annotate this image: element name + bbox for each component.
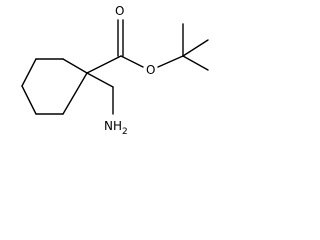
ring-bond — [21, 58, 37, 87]
carbonyl-double-bond — [117, 19, 124, 57]
ring-bond — [62, 72, 88, 115]
ring-bond — [21, 85, 37, 115]
carbonyl-oxygen-label: O — [115, 4, 124, 18]
amine-hydrogen-label: H — [113, 119, 122, 133]
amine-subscript: 2 — [122, 127, 128, 137]
amine-nitrogen-label: N — [104, 119, 113, 133]
oxygen-tbutyl-bond — [157, 55, 184, 68]
methyl-bond — [182, 55, 209, 71]
c1-ch2-bond — [86, 72, 114, 88]
ring-bond — [62, 58, 88, 74]
tert-butyl-group — [182, 23, 209, 71]
amine-label: N H 2 — [104, 119, 128, 137]
c1-carbonyl-bond — [86, 55, 122, 74]
chemical-structure-diagram: O O N H 2 — [21, 4, 209, 137]
cyclohexane-ring — [21, 58, 88, 115]
methyl-bond — [182, 39, 209, 57]
ester-oxygen-label: O — [146, 63, 155, 77]
ester-bond — [120, 55, 144, 68]
